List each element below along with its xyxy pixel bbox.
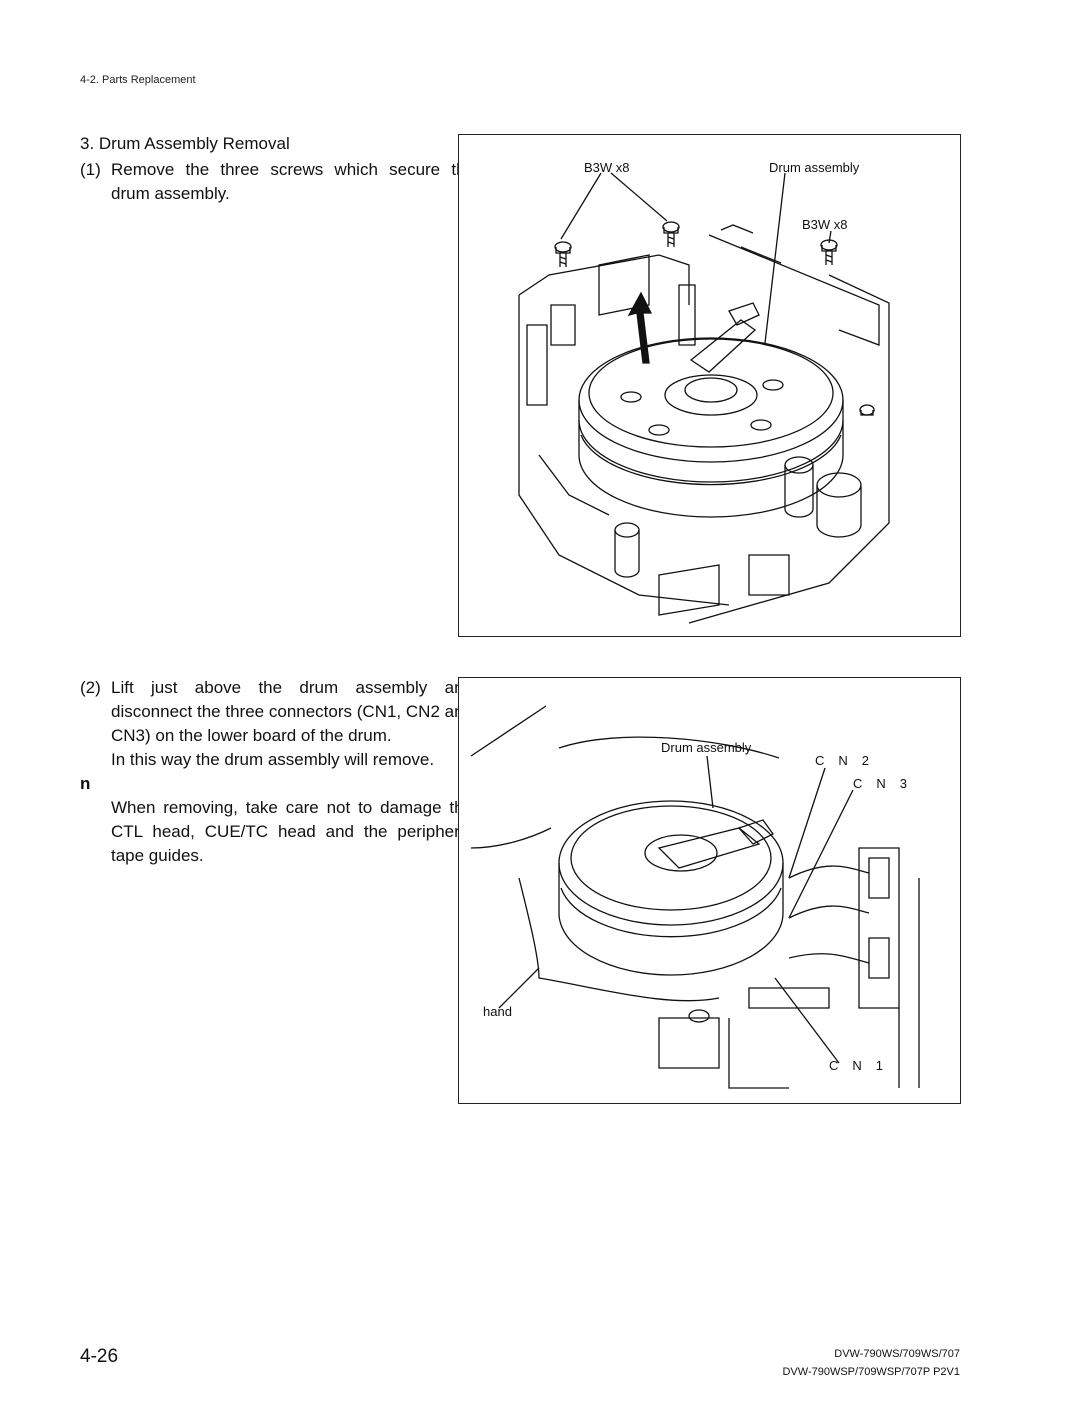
- instruction-number: (2): [80, 678, 101, 697]
- screw-icon: [662, 221, 680, 247]
- step-title: 3. Drum Assembly Removal: [80, 134, 290, 153]
- connector-label-cn1: CN1: [829, 1058, 898, 1073]
- screw-icon: [859, 404, 875, 416]
- screw-label-right: B3W x8: [802, 217, 848, 232]
- note-mark: n: [80, 774, 91, 793]
- instruction-text: Lift just above the drum assembly and di…: [111, 678, 473, 745]
- result-text: In this way the drum assembly will remov…: [111, 750, 435, 769]
- model-line-2: DVW-790WSP/709WSP/707P P2V1: [782, 1366, 960, 1378]
- hand-label: hand: [483, 1004, 512, 1019]
- instruction-number: (1): [80, 160, 101, 179]
- drum-connectors-illustration: [470, 705, 920, 1089]
- note-text: When removing, take care not to damage t…: [111, 798, 473, 865]
- instruction-1: (1) Remove the three screws which secure…: [80, 158, 475, 206]
- section-header: 4-2. Parts Replacement: [80, 74, 196, 86]
- screw-icon: [820, 239, 838, 265]
- drum-assembly-label: Drum assembly: [661, 740, 752, 755]
- drum-screws-illustration: [518, 172, 890, 624]
- screw-label-left: B3W x8: [584, 160, 630, 175]
- connector-label-cn2: CN2: [815, 753, 884, 768]
- connector-label-cn3: CN3: [853, 776, 922, 791]
- instruction-text: Remove the three screws which secure the…: [111, 160, 475, 203]
- screw-icon: [554, 241, 572, 267]
- page-number: 4-26: [80, 1346, 119, 1367]
- figure-drum-screws: B3W x8 Drum assembly B3W x8: [458, 134, 961, 637]
- figure-drum-connectors: Drum assembly CN2 CN3 hand CN1: [458, 677, 961, 1104]
- instruction-2: (2) Lift just above the drum assembly an…: [80, 676, 473, 868]
- drum-assembly-label: Drum assembly: [769, 160, 860, 175]
- model-line-1: DVW-790WS/709WS/707: [834, 1348, 960, 1360]
